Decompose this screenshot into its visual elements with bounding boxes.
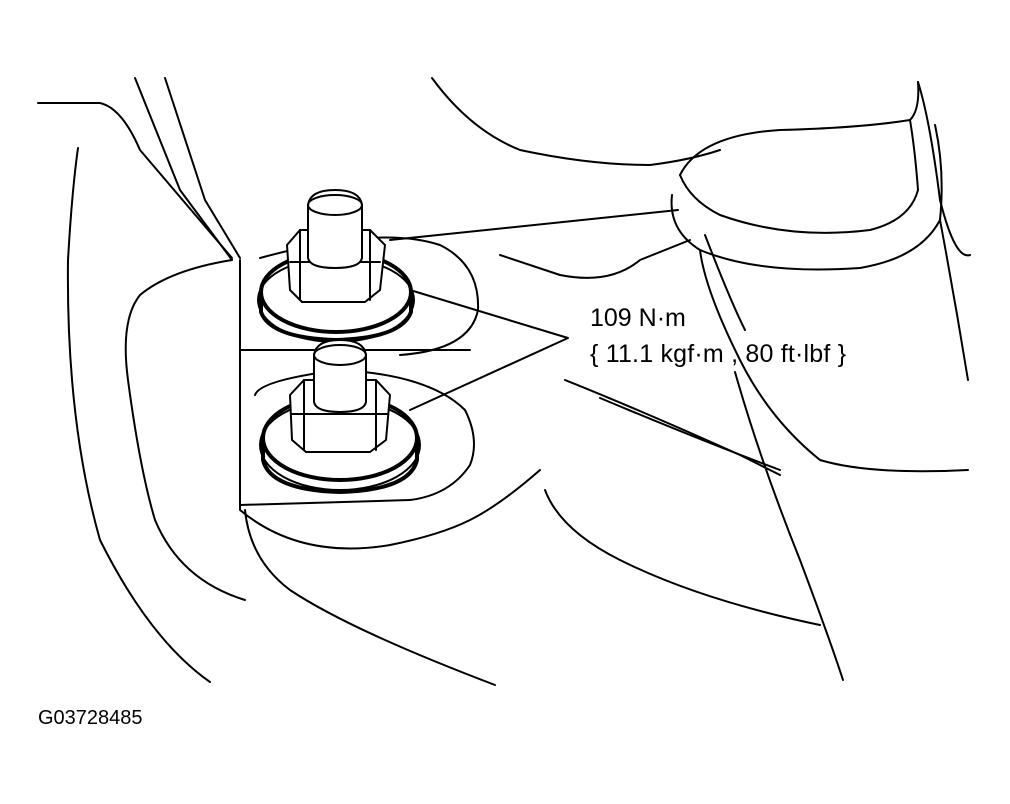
figure-id: G03728485 xyxy=(38,707,143,729)
torque-spec-metric: 109 N·m xyxy=(590,304,686,332)
lower-bolt xyxy=(259,339,421,494)
upper-bolt xyxy=(257,189,415,343)
surrounding-body xyxy=(37,77,971,686)
torque-spec-conversions: { 11.1 kgf·m , 80 ft·lbf } xyxy=(590,340,847,368)
callout-leader-lines xyxy=(409,289,569,411)
mount-insulator xyxy=(389,81,969,476)
